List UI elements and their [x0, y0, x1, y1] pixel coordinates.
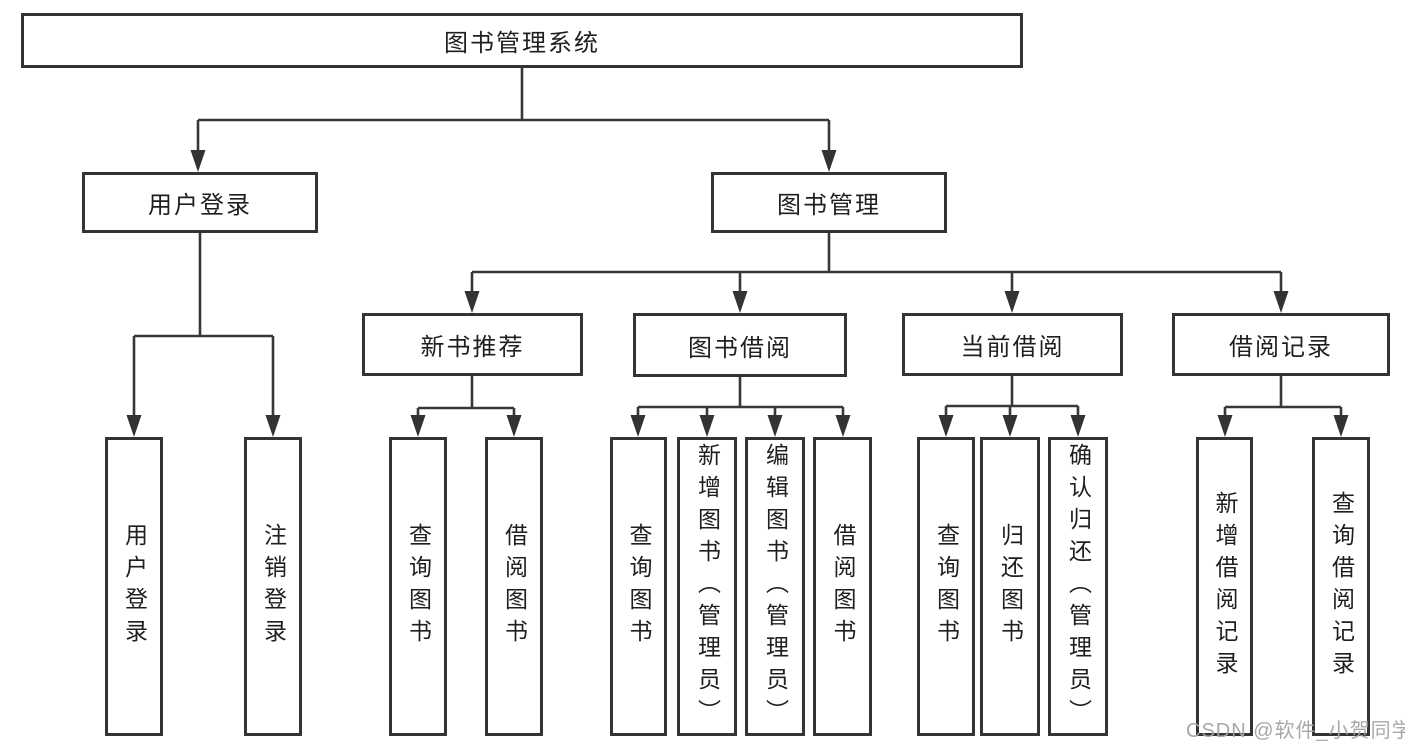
node-book-borrow-label: 图书借阅 — [688, 334, 792, 362]
leaf-borrow-book: 借阅图书 — [813, 437, 872, 736]
node-user-login-label: 用户登录 — [148, 192, 252, 219]
leaf-current-query: 查询图书 — [917, 437, 975, 736]
arrowhead — [630, 415, 646, 437]
node-current-borrow-label: 当前借阅 — [960, 334, 1065, 361]
leaf-user-login: 用户登录 — [105, 437, 163, 736]
leaf-logout: 注销登录 — [244, 437, 302, 736]
connector-user-login-children — [126, 233, 281, 437]
node-new-book-recommend: 新书推荐 — [362, 313, 583, 376]
leaf-records-query-label: 查询借阅记录 — [1328, 490, 1355, 683]
arrowhead — [1002, 415, 1018, 437]
leaf-current-query-label: 查询图书 — [933, 522, 960, 651]
connector-book-borrow-children — [630, 377, 851, 437]
leaf-newbook-borrow: 借阅图书 — [485, 437, 543, 736]
arrowhead — [767, 415, 783, 437]
leaf-newbook-query-label: 查询图书 — [405, 522, 432, 651]
arrowhead — [1217, 415, 1233, 437]
arrowhead — [821, 150, 837, 172]
leaf-borrow-query-label: 查询图书 — [626, 522, 652, 651]
leaf-borrow-add-admin: 新增图书（管理员） — [677, 437, 737, 736]
node-book-mgmt-label: 图书管理 — [777, 192, 881, 219]
node-book-borrow: 图书借阅 — [633, 313, 847, 377]
node-root-system: 图书管理系统 — [21, 13, 1023, 68]
arrowhead — [1070, 415, 1086, 437]
leaf-user-login-label: 用户登录 — [121, 522, 148, 651]
arrowhead — [126, 415, 142, 437]
arrowhead — [732, 291, 748, 313]
leaf-logout-label: 注销登录 — [260, 522, 287, 651]
leaf-records-add-label: 新增借阅记录 — [1212, 490, 1238, 683]
leaf-current-confirm-admin: 确认归还（管理员） — [1048, 437, 1108, 736]
arrowhead — [190, 150, 206, 172]
arrowhead — [265, 415, 281, 437]
node-borrow-records: 借阅记录 — [1172, 313, 1390, 376]
leaf-records-add: 新增借阅记录 — [1196, 437, 1253, 736]
node-new-book-recommend-label: 新书推荐 — [420, 334, 525, 361]
arrowhead — [835, 415, 851, 437]
leaf-records-query: 查询借阅记录 — [1312, 437, 1370, 736]
leaf-borrow-edit-admin-label: 编辑图书（管理员） — [762, 442, 789, 731]
node-current-borrow: 当前借阅 — [902, 313, 1123, 376]
arrowhead — [1004, 291, 1020, 313]
arrowhead — [1273, 291, 1289, 313]
connector-root-to-level1 — [190, 68, 837, 172]
connector-current-borrow-children — [938, 376, 1086, 437]
arrowhead — [410, 415, 426, 437]
arrowhead — [938, 415, 954, 437]
connector-book-mgmt-children — [464, 233, 1289, 313]
leaf-current-return-label: 归还图书 — [997, 522, 1024, 651]
arrowhead — [1333, 415, 1349, 437]
leaf-borrow-query: 查询图书 — [610, 437, 667, 736]
node-user-login: 用户登录 — [82, 172, 318, 233]
leaf-newbook-query: 查询图书 — [389, 437, 447, 736]
connector-borrow-records-children — [1217, 376, 1349, 437]
leaf-current-confirm-admin-label: 确认归还（管理员） — [1065, 442, 1092, 731]
arrowhead — [464, 291, 480, 313]
arrowhead — [699, 415, 715, 437]
csdn-watermark: CSDN @软件_小贺同学 — [1186, 720, 1405, 742]
leaf-borrow-edit-admin: 编辑图书（管理员） — [745, 437, 805, 736]
connector-new-book-children — [410, 376, 522, 437]
node-book-mgmt: 图书管理 — [711, 172, 947, 233]
node-root-label: 图书管理系统 — [444, 30, 600, 57]
leaf-borrow-book-label: 借阅图书 — [830, 522, 856, 651]
arrowhead — [506, 415, 522, 437]
leaf-newbook-borrow-label: 借阅图书 — [501, 522, 528, 651]
leaf-borrow-add-admin-label: 新增图书（管理员） — [694, 442, 721, 731]
node-borrow-records-label: 借阅记录 — [1229, 334, 1333, 361]
leaf-current-return: 归还图书 — [980, 437, 1040, 736]
